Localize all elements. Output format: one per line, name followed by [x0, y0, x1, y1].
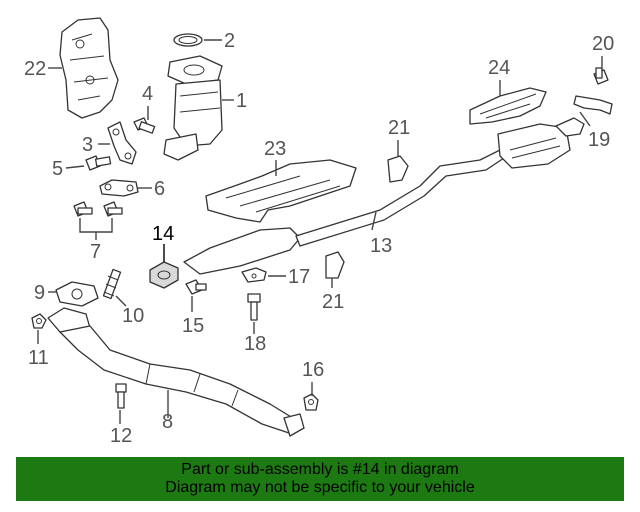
part-22-heat-shield[interactable] — [59, 17, 119, 119]
part-21-hanger-lower[interactable] — [325, 251, 345, 279]
callout-5: 5 — [52, 158, 63, 180]
callout-14: 14 — [152, 223, 174, 245]
part-4-bolt[interactable] — [133, 117, 156, 134]
callout-24: 24 — [488, 57, 510, 79]
part-8-front-pipe[interactable] — [47, 307, 305, 437]
leader-lines — [37, 39, 603, 424]
part-20-bolt[interactable] — [593, 67, 609, 85]
callout-21-upper: 21 — [388, 117, 410, 139]
callout-16: 16 — [302, 359, 324, 381]
part-2-gasket[interactable] — [173, 33, 203, 47]
callout-6: 6 — [154, 178, 165, 200]
part-9-gasket[interactable] — [55, 281, 99, 307]
callout-9: 9 — [34, 282, 45, 304]
part-13-resonator-pipe[interactable] — [183, 117, 585, 275]
callout-13: 13 — [370, 235, 392, 257]
callout-21-lower: 21 — [322, 291, 344, 313]
part-17-gasket[interactable] — [241, 267, 267, 283]
callout-7: 7 — [90, 241, 101, 263]
callout-23: 23 — [264, 138, 286, 160]
part-6-bracket[interactable] — [99, 179, 139, 197]
part-19-hanger[interactable] — [573, 95, 613, 115]
part-12-bolt[interactable] — [115, 383, 127, 409]
callout-22: 22 — [24, 58, 46, 80]
callout-1: 1 — [236, 90, 247, 112]
part-10-stud[interactable] — [102, 268, 122, 300]
callout-8: 8 — [162, 411, 173, 433]
part-15-bolt[interactable] — [185, 279, 207, 295]
part-16-nut[interactable] — [303, 393, 319, 411]
callout-2: 2 — [224, 30, 235, 52]
callout-18: 18 — [244, 333, 266, 355]
callout-19: 19 — [588, 129, 610, 151]
part-18-bolt[interactable] — [247, 293, 261, 321]
callout-4: 4 — [142, 83, 153, 105]
part-1-catalytic-converter[interactable] — [163, 55, 223, 161]
part-24-heat-shield[interactable] — [469, 87, 547, 125]
part-5-bolt[interactable] — [85, 155, 112, 171]
callout-11: 11 — [28, 347, 49, 369]
banner-line-1: Part or sub-assembly is #14 in diagram — [181, 461, 459, 478]
part-7-bolts[interactable] — [73, 201, 123, 240]
callout-17: 17 — [288, 266, 310, 288]
banner-line-2: Diagram may not be specific to your vehi… — [165, 479, 475, 496]
part-21-hanger-upper[interactable] — [387, 155, 409, 183]
callout-15: 15 — [182, 315, 204, 337]
callout-10: 10 — [122, 305, 144, 327]
callout-12: 12 — [110, 425, 132, 447]
part-11-nut[interactable] — [31, 313, 47, 329]
part-14-gasket[interactable] — [149, 261, 179, 289]
part-23-heat-shield[interactable] — [205, 159, 357, 223]
callout-3: 3 — [82, 134, 93, 156]
exhaust-parts-diagram: 22 2 1 4 3 5 6 7 23 24 20 19 21 13 14 17… — [24, 17, 614, 447]
part-3-bracket[interactable] — [107, 121, 137, 165]
callout-labels: 22 2 1 4 3 5 6 7 23 24 20 19 21 13 14 17… — [24, 30, 614, 447]
info-banner: Part or sub-assembly is #14 in diagram D… — [16, 457, 624, 501]
callout-20: 20 — [592, 33, 614, 55]
